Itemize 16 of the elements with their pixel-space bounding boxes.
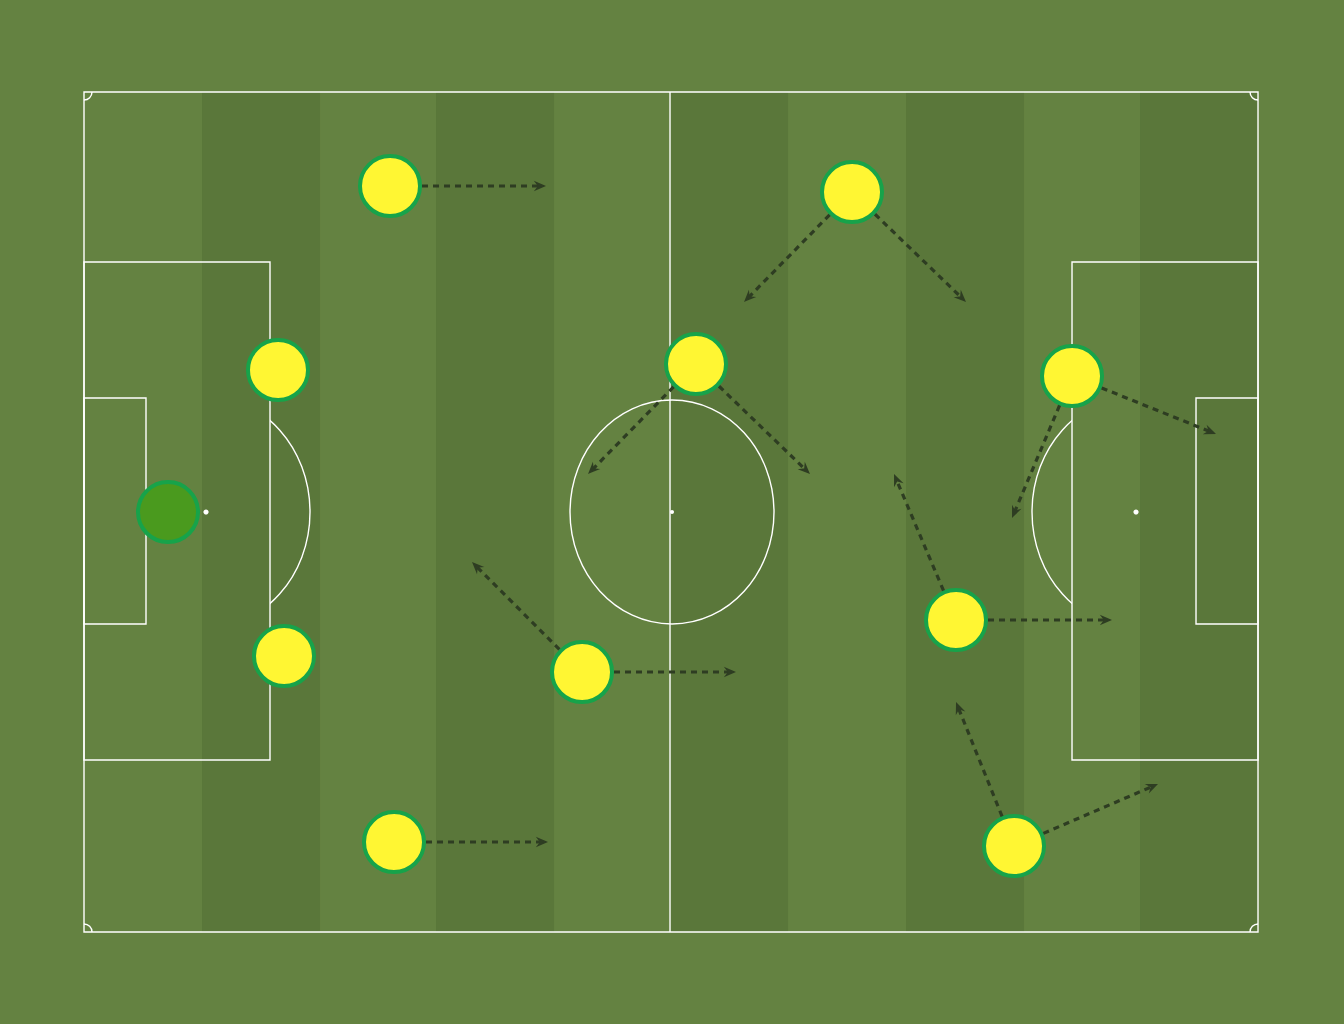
player-marker <box>820 160 884 224</box>
movement-arrow <box>472 562 561 651</box>
player-marker <box>550 640 614 704</box>
player-marker <box>982 814 1046 878</box>
player-marker <box>362 810 426 874</box>
movement-arrow <box>744 213 831 302</box>
player-marker <box>664 332 728 396</box>
movement-arrow <box>588 385 675 474</box>
player-marker <box>252 624 316 688</box>
player-marker <box>924 588 988 652</box>
goalkeeper-marker <box>136 480 200 544</box>
movement-arrow <box>717 385 810 474</box>
player-marker <box>1040 344 1104 408</box>
player-marker <box>246 338 310 402</box>
player-marker <box>358 154 422 218</box>
movement-arrow <box>873 213 966 302</box>
